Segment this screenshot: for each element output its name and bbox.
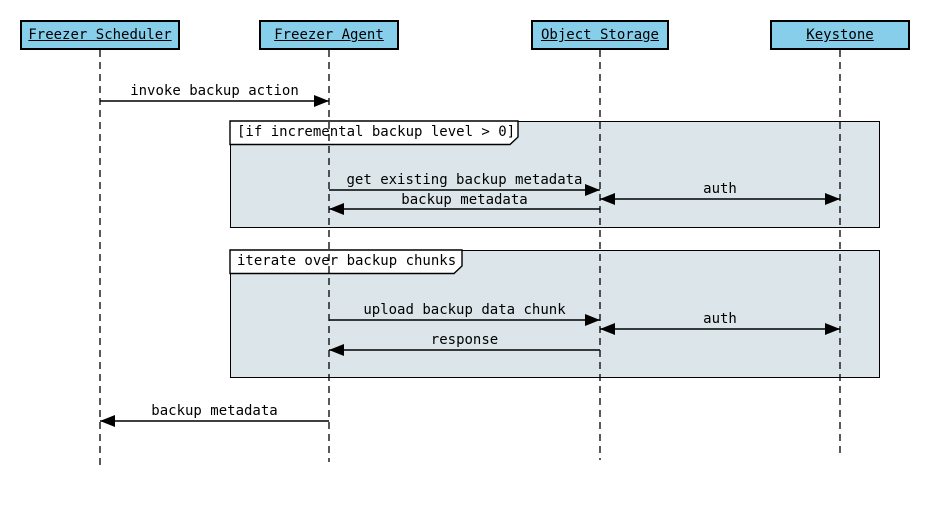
participant-freezer-agent: Freezer Agent <box>259 20 399 50</box>
participant-keystone-label: Keystone <box>806 27 874 43</box>
participant-freezer-scheduler-label: Freezer Scheduler <box>28 27 172 43</box>
message-auth-2: auth <box>703 311 737 327</box>
message-response: response <box>430 332 499 348</box>
fragment-label-incremental: [if incremental backup level > 0] <box>237 124 516 140</box>
participant-object-storage: Object Storage <box>531 20 669 50</box>
message-get-existing-backup-metadata: get existing backup metadata <box>346 172 583 188</box>
message-auth-1: auth <box>703 181 737 197</box>
message-invoke-backup-action: invoke backup action <box>130 83 299 99</box>
participant-freezer-scheduler: Freezer Scheduler <box>20 20 180 50</box>
participant-object-storage-label: Object Storage <box>540 27 659 43</box>
participant-freezer-agent-label: Freezer Agent <box>274 27 384 43</box>
message-backup-metadata-final: backup metadata <box>151 403 278 419</box>
fragment-label-iterate: iterate over backup chunks <box>237 253 457 269</box>
participant-keystone: Keystone <box>770 20 910 50</box>
message-backup-metadata-return: backup metadata <box>401 192 528 208</box>
message-upload-backup-data-chunk: upload backup data chunk <box>363 302 566 318</box>
